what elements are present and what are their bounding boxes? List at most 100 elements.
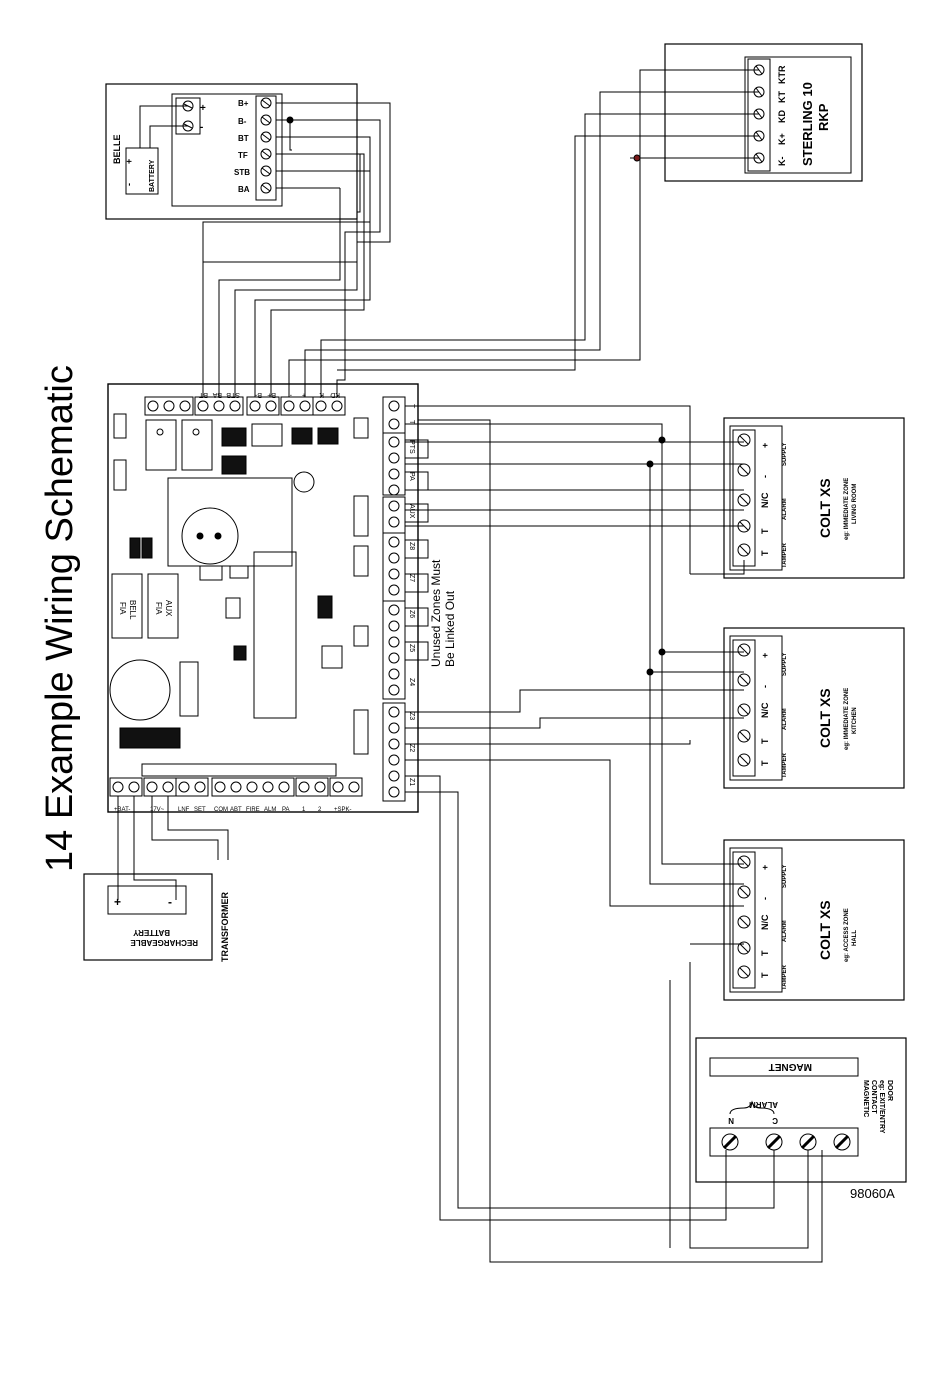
svg-text:BT: BT (238, 134, 249, 143)
svg-text:B-: B- (238, 117, 247, 126)
svg-text:CONTACT: CONTACT (870, 1080, 877, 1114)
svg-text:ALM: ALM (264, 807, 276, 813)
belle-terminals: B+ B- BT TF STB BA (234, 99, 250, 194)
keypad-subname: RKP (816, 103, 831, 131)
svg-text:2: 2 (318, 807, 322, 813)
svg-text:K-: K- (777, 157, 787, 167)
svg-text:N: N (728, 1116, 734, 1125)
panel-right-terminals: T T PTS PA AUX Z8 Z7 Z6 Z5 Z4 Z3 Z2 Z1 (382, 396, 429, 802)
svg-text:MAGNETIC: MAGNETIC (862, 1080, 869, 1117)
svg-text:FIA: FIA (154, 602, 163, 615)
svg-text:TF: TF (238, 151, 248, 160)
svg-text:Z6: Z6 (408, 610, 415, 618)
svg-text:17V~: 17V~ (150, 807, 165, 813)
svg-text:Z8: Z8 (408, 542, 415, 550)
svg-text:LNF: LNF (178, 807, 190, 813)
svg-text:+: + (760, 865, 770, 870)
svg-text:T: T (760, 550, 770, 556)
svg-text:+: + (124, 159, 134, 164)
svg-text:-: - (200, 122, 203, 133)
page-title: 14 Example Wiring Schematic (39, 365, 81, 872)
panel-top-terminals: BT BA STB B- B+ - + K KD (144, 391, 346, 416)
svg-text:eg: EXIT/ENTRY: eg: EXIT/ENTRY (878, 1080, 885, 1134)
svg-text:TAMPER: TAMPER (782, 964, 788, 990)
svg-text:ALARM: ALARM (782, 920, 788, 942)
belle-siren: BELLE + - BATTERY + - B+ B- BT TF STB BA (105, 83, 358, 220)
drawing-ref: 98060A (850, 1186, 895, 1201)
keypad-terminals: K- K+ KD KT KTR (777, 65, 787, 166)
svg-text:-: - (289, 391, 292, 398)
svg-text:STB: STB (226, 391, 240, 398)
svg-text:ALARM: ALARM (782, 498, 788, 520)
belle-battery: + - BATTERY (124, 147, 159, 195)
svg-text:KD: KD (777, 110, 787, 123)
svg-text:KT: KT (777, 91, 787, 103)
svg-text:N/C: N/C (760, 914, 770, 930)
detector-name: COLT XS (817, 478, 833, 538)
svg-text:T: T (760, 760, 770, 766)
svg-text:B+: B+ (238, 99, 249, 108)
svg-text:PA: PA (408, 472, 415, 481)
magnet-label: MAGNET (769, 1061, 812, 1072)
svg-text:LIVING ROOM: LIVING ROOM (852, 484, 858, 524)
svg-text:+: + (114, 895, 121, 909)
svg-text:Z5: Z5 (408, 644, 415, 652)
svg-text:PTS: PTS (408, 440, 415, 454)
svg-text:-: - (168, 895, 172, 909)
transformer-label: TRANSFORMER (220, 892, 230, 962)
svg-text:N/C: N/C (760, 492, 770, 508)
svg-text:FIA: FIA (118, 602, 127, 615)
svg-text:KTR: KTR (777, 65, 787, 84)
svg-text:BELL: BELL (128, 600, 137, 620)
sterling-keypad: K- K+ KD KT KTR STERLING 10 RKP (664, 43, 863, 182)
svg-text:HALL: HALL (852, 930, 858, 946)
svg-text:COM: COM (214, 807, 228, 813)
belle-label: BELLE (112, 134, 122, 164)
svg-text:AUX: AUX (164, 600, 173, 617)
svg-text:PA: PA (282, 807, 290, 813)
svg-text:Z4: Z4 (408, 678, 415, 686)
svg-text:-: - (760, 475, 770, 478)
magnetic-contact: MAGNET ALARM N C MAGNETIC CONTACT eg: EX… (695, 1037, 907, 1183)
svg-text:SUPPLY: SUPPLY (782, 653, 788, 676)
svg-text:BATTERY: BATTERY (132, 928, 170, 937)
wiring (117, 69, 823, 1263)
svg-text:ABT: ABT (230, 807, 242, 813)
svg-text:N/C: N/C (760, 702, 770, 718)
rechargeable-battery: + - RECHARGEABLE BATTERY (83, 873, 213, 961)
svg-text:B-: B- (254, 391, 262, 398)
svg-text:SET: SET (194, 807, 206, 813)
keypad-name: STERLING 10 (800, 82, 815, 166)
svg-text:eg: IMMEDIATE ZONE: eg: IMMEDIATE ZONE (844, 478, 850, 540)
svg-text:SUPPLY: SUPPLY (782, 443, 788, 466)
belle-battery-label: BATTERY (149, 159, 156, 192)
control-panel: BT BA STB B- B+ - + K KD (107, 383, 429, 813)
fuse-labels: FIA BELL FIA AUX (118, 600, 173, 620)
detector-name: COLT XS (817, 688, 833, 748)
svg-text:BA: BA (212, 391, 222, 398)
svg-text:SUPPLY: SUPPLY (782, 865, 788, 888)
detector-name: COLT XS (817, 900, 833, 960)
svg-text:+: + (200, 103, 206, 114)
svg-text:DOOR: DOOR (886, 1080, 893, 1101)
svg-text:+SPK-: +SPK- (334, 807, 352, 813)
svg-text:BA: BA (238, 185, 250, 194)
svg-text:Unused Zones Must: Unused Zones Must (429, 559, 443, 667)
svg-text:Z3: Z3 (408, 712, 415, 720)
svg-text:KITCHEN: KITCHEN (852, 707, 858, 734)
svg-text:STB: STB (234, 168, 250, 177)
svg-text:TAMPER: TAMPER (782, 542, 788, 568)
magnet-alarm-label: ALARM (749, 1100, 778, 1109)
svg-text:B+: B+ (267, 391, 276, 398)
svg-text:T: T (760, 950, 770, 956)
panel-bottom-terminals: +BAT- 17V~ LNF SET COM ABT FIRE ALM PA 1… (109, 777, 363, 813)
svg-text:+: + (760, 443, 770, 448)
svg-text:TAMPER: TAMPER (782, 752, 788, 778)
svg-text:eg: ACCESS ZONE: eg: ACCESS ZONE (844, 908, 850, 962)
svg-text:FIRE: FIRE (246, 807, 260, 813)
svg-text:T: T (760, 972, 770, 978)
